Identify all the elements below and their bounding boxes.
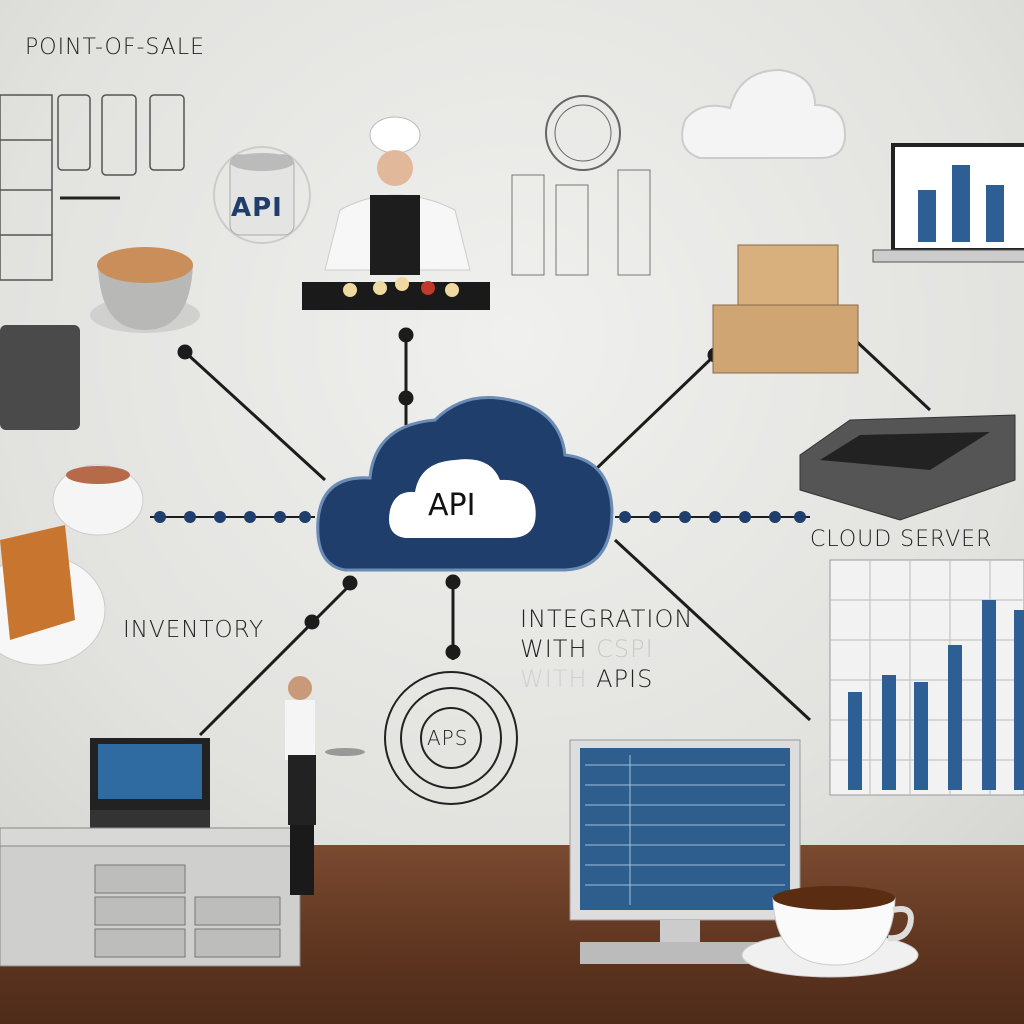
inventory-label: INVENTORY — [123, 617, 265, 643]
white-cloud-icon — [681, 68, 847, 159]
dotted-connector-right — [615, 511, 810, 523]
counter-cabinet — [0, 827, 301, 967]
integration-word-with: WITH — [520, 635, 588, 663]
aps-label: APS — [427, 726, 469, 750]
aps-circle-icon — [384, 671, 518, 805]
api-cup-icon — [213, 146, 311, 244]
pos-sketches — [0, 94, 185, 281]
integration-line-1: INTEGRATION — [520, 605, 694, 633]
chef-figure — [302, 116, 490, 310]
integration-word-faded: CSPI — [596, 635, 654, 663]
coffee-cup-icon — [741, 886, 919, 978]
pos-terminal — [90, 738, 210, 838]
waiter-figure — [285, 676, 365, 895]
food-plate-icon — [0, 525, 106, 666]
api-inner-cloud-icon — [389, 459, 536, 538]
connector-lines — [177, 327, 932, 737]
dotted-connector-left — [150, 511, 315, 523]
integration-word-faded-with: WITH — [520, 665, 588, 693]
inventory-boxes-icon — [712, 244, 859, 374]
bar-chart-panel — [829, 559, 1024, 796]
laptop-chart-icon — [872, 143, 1024, 263]
server-stack-sketches — [511, 169, 651, 276]
integration-line-2: WITH CSPI — [520, 634, 693, 664]
monitor-spreadsheet — [569, 739, 801, 964]
soup-cup-icon — [52, 464, 144, 536]
integration-line-3: WITH APIS — [520, 664, 693, 694]
integration-word-apis: APIS — [596, 665, 654, 693]
clock-icon — [545, 95, 621, 171]
api-cup-label: API — [231, 193, 283, 223]
cloud-server-label: CLOUD SERVER — [810, 527, 993, 552]
cloud-server-device-icon — [799, 414, 1016, 521]
noodle-bowl-icon — [90, 247, 200, 333]
point-of-sale-label: POINT-OF-SALE — [25, 35, 205, 60]
api-cloud-label: API — [428, 488, 476, 523]
integration-label: INTEGRATION WITH CSPI WITH APIS — [520, 604, 693, 694]
receipt-printer-icon — [0, 325, 80, 430]
